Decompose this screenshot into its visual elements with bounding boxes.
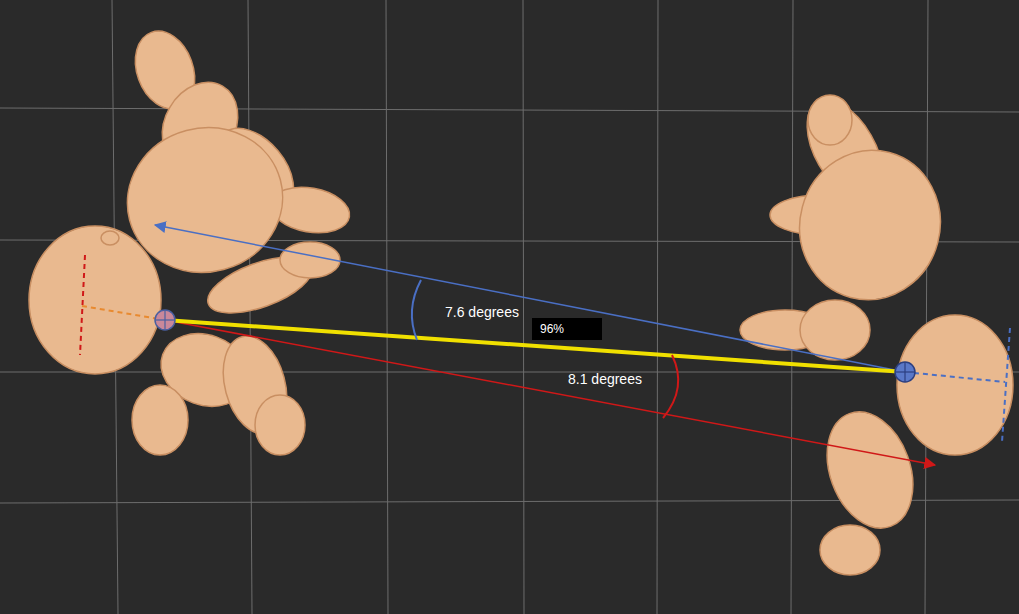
right-mannequin [740, 87, 1013, 575]
measurement-lines [80, 225, 1010, 465]
angle-label: 8.1 degrees [568, 371, 642, 388]
angle-label: 7.6 degrees [445, 304, 519, 321]
left-mannequin [29, 23, 353, 455]
score-label: 96% [532, 318, 602, 340]
